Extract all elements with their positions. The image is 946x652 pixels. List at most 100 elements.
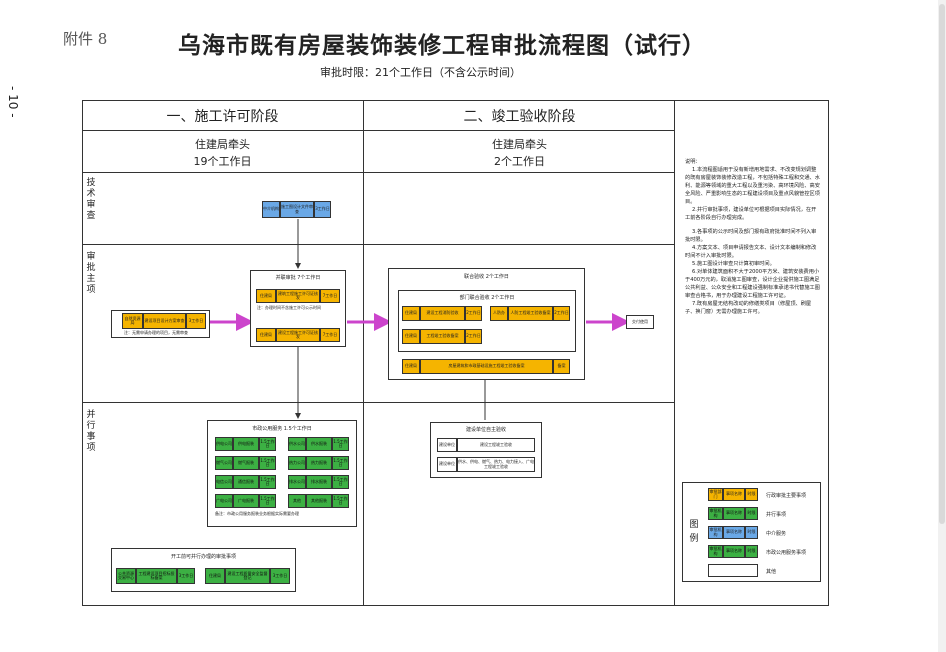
utility-6-org: 广电公司 <box>215 494 233 508</box>
legend-2-desc: 中介服务 <box>766 531 787 537</box>
utility-2-days: 1.5工作日 <box>259 456 276 470</box>
row-divider-2 <box>82 402 675 403</box>
self-r1-item: 建设工程竣工验收 <box>457 438 535 452</box>
utility-5-days: 1.5工作日 <box>332 475 349 489</box>
utility-7-days: 1.5工作日 <box>332 494 349 508</box>
utility-5-item: 排水报装 <box>306 475 332 489</box>
joint-r2-item: 建设工程施工许可证核发 <box>276 328 320 342</box>
attachment-label: 附件 8 <box>63 30 108 48</box>
legend-1-org: 审批机构 <box>708 507 723 520</box>
utility-note: 备注：市政公用服务报装业务根据实际需要办理 <box>215 511 299 516</box>
notes-heading: 说明： <box>685 159 701 165</box>
legend-3-desc: 市政公用服务事项 <box>766 550 807 556</box>
phase-1-days: 19个工作日 <box>193 155 252 168</box>
legend-4-swatch <box>708 564 758 577</box>
accept-a3-org: 人防办 <box>490 306 508 321</box>
joint-r1-note: 注：办理时间不含施工许可公示时间 <box>257 305 321 310</box>
start-item: 建设项目设计方案审查 <box>143 313 186 329</box>
notes-frame <box>675 100 829 606</box>
main-frame <box>82 100 675 606</box>
row-label-tech: 技术审查 <box>86 178 96 221</box>
joint-r1-org: 住建局 <box>256 289 276 303</box>
utility-4-org: 电信公司 <box>215 475 233 489</box>
note-item: 4.方案文本、项目申请报告文本、设计文本编制和修改时间不计入审批时限。 <box>685 244 817 259</box>
accept-title: 联合验收 2个工作日 <box>464 274 509 280</box>
start-days: 3工作日 <box>186 313 206 329</box>
utility-1-days: 1.5工作日 <box>332 437 349 451</box>
note-item: 1.本流程图适用于没有新增用地需求、不改变规划调整的既有房屋装饰装修改造工程，不… <box>685 167 820 206</box>
phase-1-title: 一、施工许可阶段 <box>166 109 279 125</box>
utility-6-days: 1.5工作日 <box>259 494 276 508</box>
utility-6-item: 广电报装 <box>233 494 259 508</box>
self-r1-org: 建设单位 <box>437 438 457 452</box>
accept-a2-days: 2工作日 <box>465 329 482 344</box>
utility-0-days: 1.5工作日 <box>259 437 276 451</box>
utility-0-org: 供电公司 <box>215 437 233 451</box>
utility-3-item: 热力报装 <box>306 456 332 470</box>
utility-3-days: 1.5工作日 <box>332 456 349 470</box>
accept-a2-item: 工程竣工验收备案 <box>420 329 465 344</box>
tech-days: 3工作日 <box>314 201 331 218</box>
phase-2-title: 二、竣工验收阶段 <box>463 109 576 125</box>
utility-title: 市政公用服务 1.5个工作日 <box>252 426 312 432</box>
parallel-p2-org: 住建局 <box>205 568 225 584</box>
parallel-p1-item: 工程建设项目招标投标备案 <box>136 568 177 584</box>
self-r2-item: 供水、供电、燃气、热力、电力接入、广电工程竣工验收 <box>457 457 535 472</box>
joint-title: 并联审批 7个工作日 <box>275 275 321 281</box>
accept-a1-item: 建设工程消防验收 <box>420 306 465 321</box>
utility-1-item: 供水报装 <box>306 437 332 451</box>
parallel-title: 开工前可并行办理的审批事项 <box>170 554 236 560</box>
end-box: 交付使用 <box>626 315 654 329</box>
legend-0-days: 时限 <box>745 488 758 501</box>
accept-a1-days: 2工作日 <box>465 306 482 321</box>
legend-label: 图例 <box>689 520 699 544</box>
parallel-p1-org: 公共资源交易中心 <box>116 568 136 584</box>
legend-0-org: 审批部门 <box>708 488 723 501</box>
row-divider-top <box>82 172 675 173</box>
parallel-p2-item: 建设工程质量安全监督登记 <box>225 568 270 584</box>
joint-r2-days: 7工作日 <box>320 328 340 342</box>
start-note: 注：无需申请办理的项目，无需审查 <box>124 330 188 335</box>
joint-r1-days: 7工作日 <box>320 289 340 303</box>
note-item: 5.施工图设计审查只计算初审时间。 <box>692 260 775 267</box>
accept-a3-days: 2工作日 <box>553 306 570 321</box>
legend-1-item: 事项名称 <box>723 507 745 520</box>
joint-r2-org: 住建局 <box>256 328 276 342</box>
legend-3-item: 事项名称 <box>723 545 745 558</box>
legend-0-item: 事项名称 <box>723 488 745 501</box>
utility-0-item: 供电报装 <box>233 437 259 451</box>
tech-item: 施工图设计文件审查 <box>280 201 314 218</box>
joint-r1-item: 建筑工程施工许可证核发 <box>276 289 320 303</box>
accept-a3-item: 人防工程竣工验收备案 <box>508 306 553 321</box>
scrollbar-thumb[interactable] <box>939 4 945 524</box>
row-label-approval: 审批主项 <box>86 252 96 295</box>
note-item: 2.并行审批事项，建设单位可根据项目实际情况，在开工前各阶段自行办理完成。 <box>685 207 817 222</box>
parallel-p2-days: 3工作日 <box>270 568 290 584</box>
row-label-parallel: 并行事项 <box>86 410 96 453</box>
legend-1-days: 时限 <box>745 507 758 520</box>
accept-a2-org: 住建局 <box>402 329 420 344</box>
accept-a1-org: 住建局 <box>402 306 420 321</box>
utility-2-item: 燃气报装 <box>233 456 259 470</box>
self-r2-org: 建设单位 <box>437 457 457 472</box>
page-title: 乌海市既有房屋装饰装修工程审批流程图（试行） <box>178 33 706 59</box>
legend-2-item: 事项名称 <box>723 526 745 539</box>
start-org: 自然资源局 <box>122 313 143 329</box>
phase-2-days: 2个工作日 <box>494 155 545 168</box>
phase-1-lead: 住建局牵头 <box>195 138 250 151</box>
tech-org: 中介机构 <box>262 201 280 218</box>
utility-3-org: 热力公司 <box>288 456 306 470</box>
phase-2-lead: 住建局牵头 <box>492 138 547 151</box>
legend-4-desc: 其他 <box>766 569 777 575</box>
notes-block: 说明： 1.本流程图适用于没有新增用地需求、不改变规划调整的既有房屋装饰装修改造… <box>685 158 821 316</box>
phase-divider <box>363 100 364 606</box>
legend-3-org: 审批机构 <box>708 545 723 558</box>
accept-sub-panel <box>398 290 576 352</box>
utility-4-days: 1.5工作日 <box>259 475 276 489</box>
accept-sub-title: 部门联合验收 2个工作日 <box>459 295 515 301</box>
note-item: 6.对单体建筑面积不大于2000平方米、建筑安装费用小于400万元的，取消施工图… <box>685 268 820 299</box>
legend-2-days: 时限 <box>745 526 758 539</box>
accept-b1-item: 房屋建筑和市政基础设施工程竣工验收备案 <box>420 359 553 374</box>
utility-1-org: 供水公司 <box>288 437 306 451</box>
